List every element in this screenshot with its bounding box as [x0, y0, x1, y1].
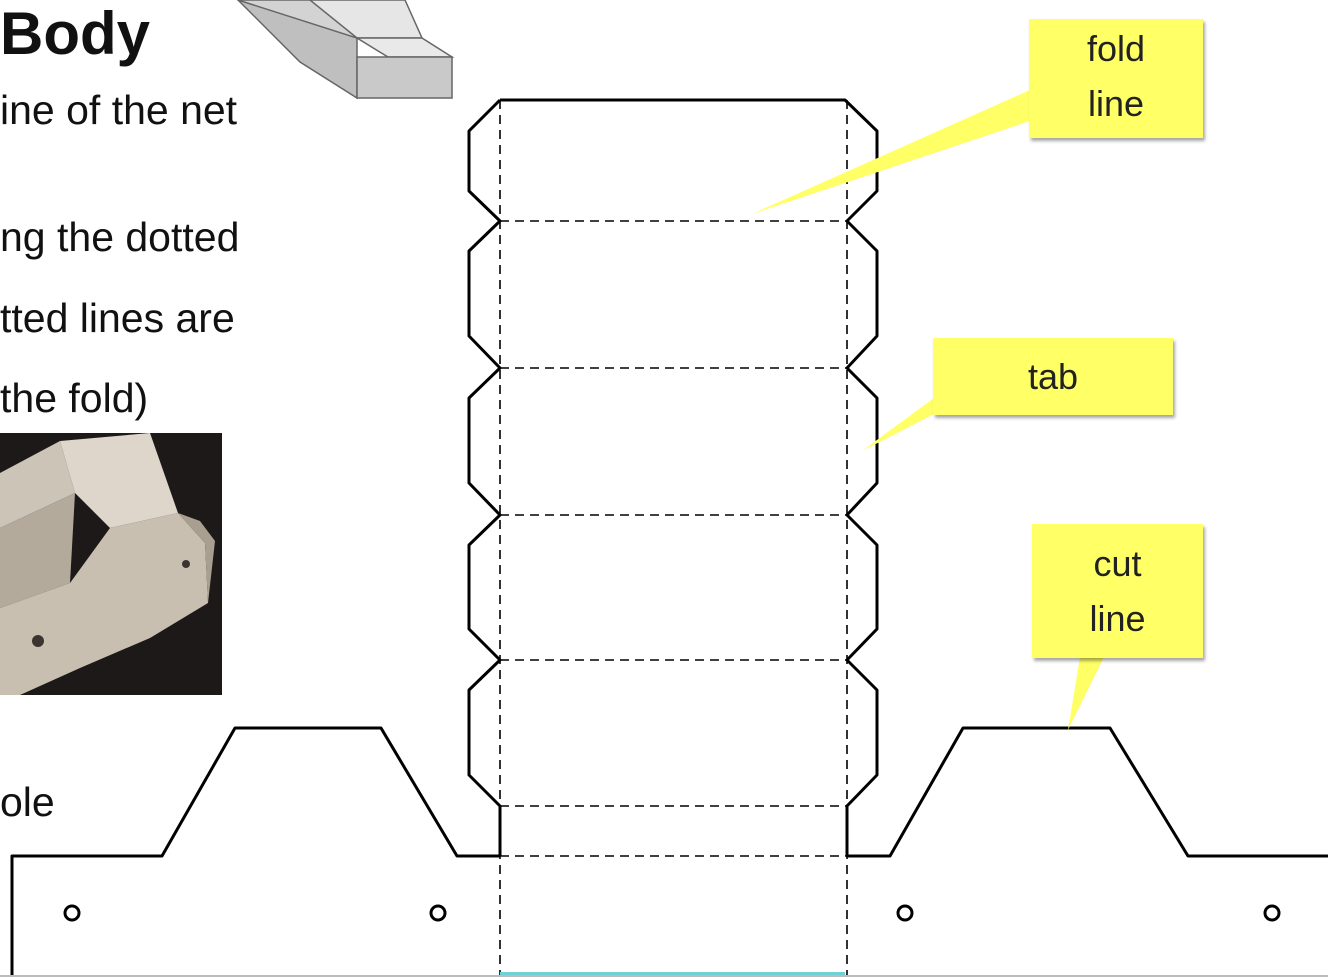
bottom-accent-bar: [500, 972, 845, 977]
instruction-line-1: ine of the net: [0, 87, 238, 133]
axle-hole: [1263, 904, 1281, 922]
fold-line-callout: fold line: [1029, 19, 1203, 138]
fold-callout-text-2: line: [1087, 83, 1145, 124]
tab-callout: tab: [933, 338, 1173, 415]
instruction-line-5: ole: [0, 779, 55, 825]
tab-callout-text: tab: [1027, 356, 1079, 397]
instruction-line-3: tted lines are: [0, 295, 235, 341]
fold-lines: [499, 100, 848, 977]
fold-callout-text-1: fold: [1086, 28, 1146, 69]
axle-holes: [63, 904, 1281, 922]
axle-hole: [63, 904, 81, 922]
callout-pointers: [752, 90, 1104, 730]
car-body-photo-illustration: [0, 433, 222, 695]
isometric-block-illustration: [236, 0, 455, 100]
axle-hole: [429, 904, 447, 922]
instruction-line-2: ng the dotted: [0, 214, 240, 260]
bottom-edge: [0, 975, 1328, 977]
axle-hole: [896, 904, 914, 922]
cut-callout-pointer: [1068, 657, 1104, 730]
instruction-line-4: the fold): [0, 375, 149, 421]
fold-callout-pointer: [752, 90, 1030, 214]
cut-callout-text-1: cut: [1093, 543, 1142, 584]
slide-title: Body: [0, 0, 150, 67]
cut-line-callout: cut line: [1032, 524, 1203, 658]
car-body-photo: [0, 433, 222, 695]
tab-callout-pointer: [862, 398, 934, 451]
cut-callout-text-2: line: [1089, 598, 1146, 639]
